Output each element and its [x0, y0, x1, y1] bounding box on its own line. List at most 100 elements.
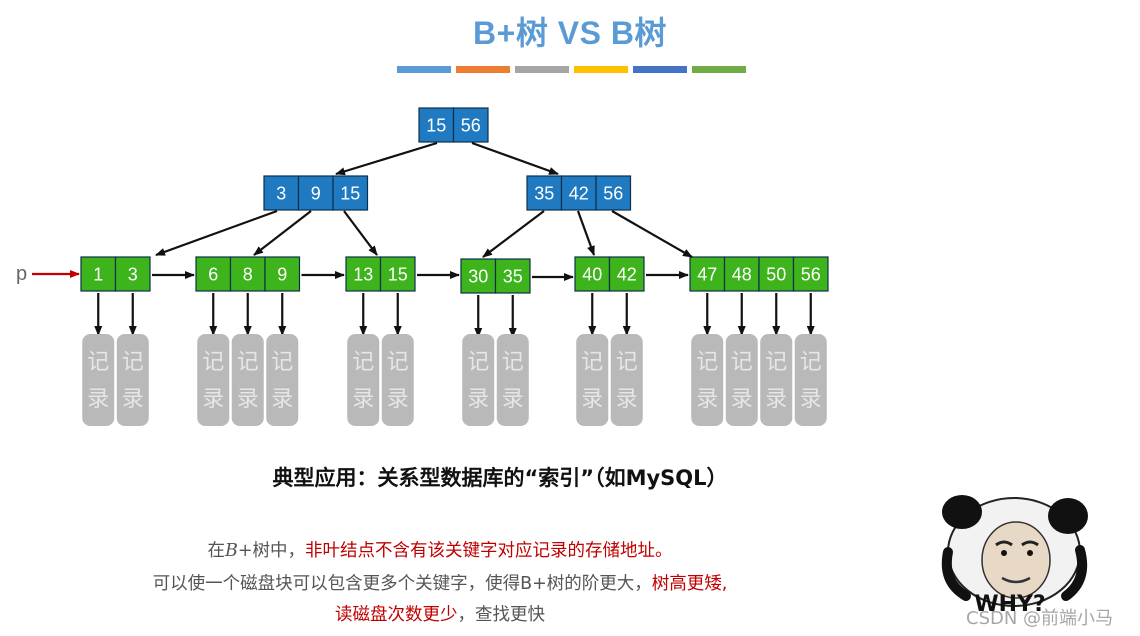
key-cell: [80, 256, 117, 292]
record-label: 录: [696, 387, 718, 412]
meme-caption: WHY?: [974, 592, 1046, 617]
record-label: 录: [387, 387, 409, 412]
leaf-node: 40 42: [574, 256, 645, 292]
color-bar-segment: [515, 66, 569, 73]
record-label: 录: [765, 387, 787, 412]
description-line-3: 读磁盘次数更少，查找更快: [335, 605, 545, 625]
arrow: [343, 210, 378, 256]
color-bar-segment: [633, 66, 687, 73]
record-label: 记: [202, 350, 224, 375]
record-label: 记: [352, 350, 374, 375]
record-label: 记: [271, 350, 293, 375]
record-label: 录: [616, 387, 638, 412]
color-bar-segment: [574, 66, 628, 73]
record-block: [116, 334, 149, 426]
key-value: 9: [311, 184, 321, 204]
key-value: 42: [569, 184, 589, 204]
color-bar-segment: [692, 66, 746, 73]
record-block: [231, 334, 264, 426]
description-line-2: 可以使一个磁盘块可以包含更多个关键字，使得B+树的阶更大，树高更矮,: [152, 574, 728, 594]
key-value: 35: [503, 267, 523, 287]
record-block: [381, 334, 414, 426]
arrow: [253, 210, 312, 256]
record-label: 记: [696, 350, 718, 375]
record-label: 记: [800, 350, 822, 375]
record-label: 录: [271, 387, 293, 412]
key-value: 42: [617, 265, 637, 285]
key-cell: [460, 258, 497, 294]
leaf-node: 47 48 50 56: [689, 256, 829, 292]
key-cell: [574, 256, 611, 292]
record-label: 记: [616, 350, 638, 375]
record-label: 录: [122, 387, 144, 412]
arrow: [576, 210, 596, 256]
key-cell: [114, 256, 151, 292]
record-label: 录: [731, 387, 753, 412]
panda-meme-image: [941, 495, 1088, 607]
record-block: [496, 334, 529, 426]
key-cell: [723, 256, 760, 292]
record-block: [347, 334, 380, 426]
arrow: [335, 141, 438, 176]
key-value: 40: [582, 265, 602, 285]
record-label: 录: [800, 387, 822, 412]
key-cell: [792, 256, 829, 292]
key-value: 15: [340, 184, 360, 204]
key-value: 35: [534, 184, 554, 204]
record-label: 记: [581, 350, 603, 375]
record-label: 记: [87, 350, 109, 375]
key-value: 56: [603, 184, 623, 204]
color-bar-segment: [397, 66, 451, 73]
leaf-node: 30 35: [460, 258, 531, 294]
record-label: 录: [502, 387, 524, 412]
key-value: 56: [461, 116, 481, 136]
description-line-1: 在B+树中，非叶结点不含有该关键字对应记录的存储地址。: [207, 541, 673, 561]
key-value: 56: [801, 265, 821, 285]
record-label: 记: [765, 350, 787, 375]
record-block: [197, 334, 230, 426]
key-value: 9: [277, 265, 287, 285]
key-cell: [195, 256, 232, 292]
key-cell: [560, 175, 597, 211]
record-block: [691, 334, 724, 426]
record-block: [266, 334, 299, 426]
key-cell: [332, 175, 369, 211]
key-value: 15: [426, 116, 446, 136]
key-cell: [494, 258, 531, 294]
arrow: [611, 210, 693, 258]
record-block: [576, 334, 609, 426]
record-label: 录: [581, 387, 603, 412]
record-label: 记: [467, 350, 489, 375]
record-block: [794, 334, 827, 426]
watermark: CSDN @前端小马: [966, 608, 1114, 629]
key-value: 50: [766, 265, 786, 285]
key-value: 48: [732, 265, 752, 285]
key-cell: [452, 107, 489, 143]
key-value: 15: [388, 265, 408, 285]
key-cell: [379, 256, 416, 292]
key-value: 47: [697, 265, 717, 285]
record-block: [610, 334, 643, 426]
key-cell: [689, 256, 726, 292]
key-cell: [608, 256, 645, 292]
record-label: 记: [502, 350, 524, 375]
arrow: [482, 210, 545, 258]
key-cell: [595, 175, 632, 211]
key-value: 1: [93, 265, 103, 285]
key-value: 30: [468, 267, 488, 287]
color-bar-segment: [456, 66, 510, 73]
key-cell: [263, 175, 300, 211]
arrow: [155, 209, 278, 257]
key-cell: [264, 256, 301, 292]
key-value: 8: [243, 265, 253, 285]
pointer-label: p: [16, 263, 27, 285]
record-block: [82, 334, 115, 426]
arrow: [471, 141, 559, 176]
record-label: 录: [237, 387, 259, 412]
record-label: 录: [202, 387, 224, 412]
key-value: 13: [353, 265, 373, 285]
